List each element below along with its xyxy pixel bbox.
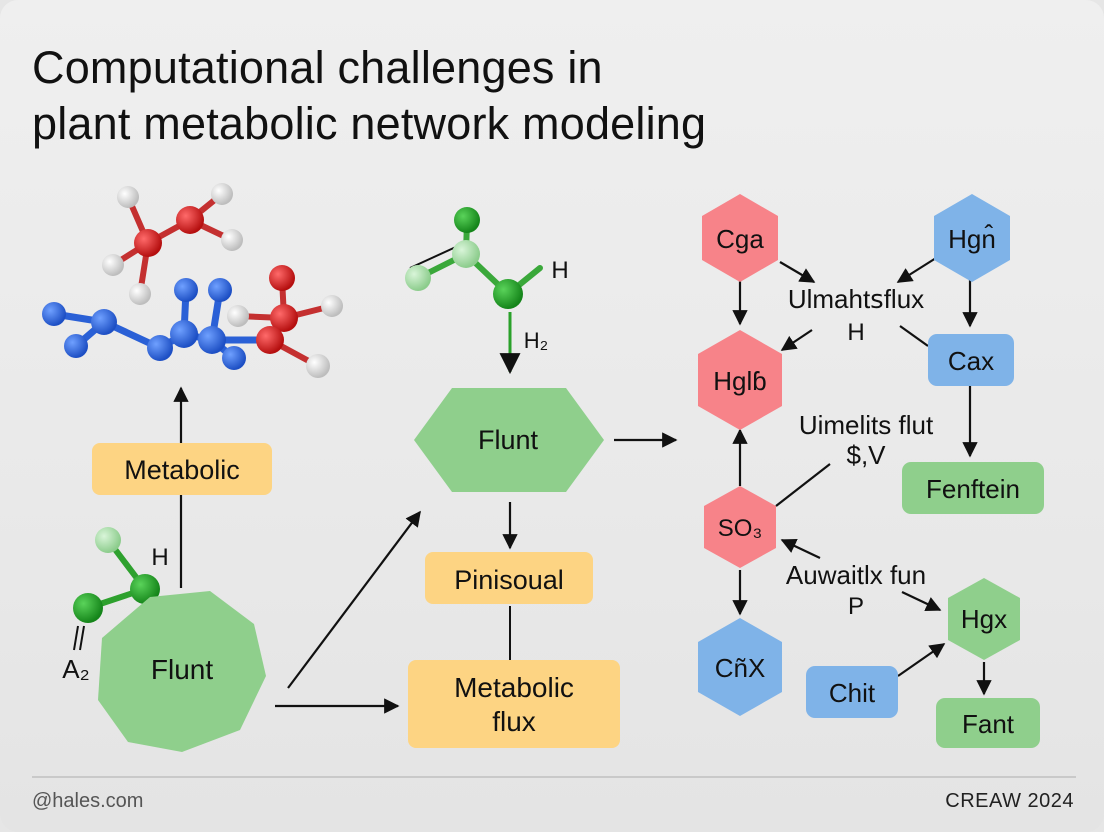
node-so3: SO₃: [704, 486, 776, 568]
page-title: Computational challenges in plant metabo…: [32, 40, 1032, 152]
node-flunt-middle: Flunt: [414, 388, 604, 492]
node-flunt-left: Flunt: [98, 591, 266, 752]
node-hgn: Hgn̂: [934, 194, 1010, 282]
molecule-cluster-top-left: [42, 183, 343, 378]
node-metabolic: Metabolic: [92, 443, 272, 495]
node-hgx-label: Hɡx: [961, 604, 1007, 634]
edge-ann3-to-hgx: [901, 591, 942, 612]
node-chit-label: Chit: [829, 678, 876, 708]
edge-so3-to-ann2: [775, 463, 831, 507]
title-line-2: plant metabolic network modeling: [32, 98, 707, 149]
node-fenftein-label: Fenftein: [926, 474, 1020, 504]
footer-handle: @hales.com: [32, 790, 144, 812]
edge-hgn-to-ann1: [896, 257, 937, 283]
annotation-2-line1: Uimelits flut: [799, 410, 934, 440]
annotation-1-line1: Ulmahtꜱflux: [788, 284, 924, 314]
node-fant: Fant: [936, 698, 1040, 748]
node-cga: Cga: [702, 194, 778, 282]
node-flunt-left-label: Flunt: [151, 654, 213, 685]
middle-h-label: H: [551, 257, 568, 284]
node-fant-label: Fant: [962, 709, 1015, 739]
left-a2-label: A₂: [62, 654, 89, 684]
edge-cga-to-ann1: [779, 261, 816, 283]
middle-h2-label: H₂: [524, 328, 548, 353]
node-cax-label: Cax: [948, 346, 994, 376]
edge-ann3-to-so3: [780, 538, 821, 559]
edge-chit-to-hgx: [897, 643, 946, 677]
footer-divider: [32, 776, 1076, 778]
node-hgx: Hɡx: [948, 578, 1020, 660]
node-metabolic-flux-line1: Metabolic: [454, 672, 574, 703]
annotation-3-line2: P: [848, 593, 864, 620]
node-so3-label: SO₃: [718, 515, 762, 542]
title-line-1: Computational challenges in: [32, 42, 603, 93]
molecule-middle: [405, 207, 543, 309]
node-cax: Cax: [928, 334, 1014, 386]
edge-ann1-to-cax: [899, 325, 929, 347]
annotation-1-line2: H: [847, 319, 864, 346]
node-hglb-label: Hglɓ: [713, 366, 766, 396]
node-chit: Chit: [806, 666, 898, 718]
node-metabolic-flux-line2: flux: [492, 706, 536, 737]
footer-credit: CREAW 2024: [945, 790, 1074, 812]
node-cnx-label: CñX: [715, 653, 766, 683]
node-cga-label: Cga: [716, 224, 764, 254]
node-metabolic-label: Metabolic: [124, 455, 240, 485]
annotation-2-line2: $,V: [846, 440, 886, 470]
node-pinisoual-label: Pinisoual: [454, 565, 564, 595]
edge-flunt-left-to-flunt-middle: [287, 510, 421, 689]
node-pinisoual: Pinisoual: [425, 552, 593, 604]
node-metabolic-flux: Metabolic flux: [408, 660, 620, 748]
node-hgn-label: Hgn̂: [948, 224, 996, 254]
molecule-left-small: [73, 527, 160, 651]
node-cnx: CñX: [698, 618, 782, 716]
edge-ann1-to-hglb: [780, 329, 813, 351]
node-flunt-middle-label: Flunt: [478, 425, 539, 455]
left-h-label: H: [151, 544, 168, 571]
node-fenftein: Fenftein: [902, 462, 1044, 514]
annotation-3-line1: Auwaitlx fun: [786, 560, 926, 590]
node-hglb: Hglɓ: [698, 330, 782, 430]
